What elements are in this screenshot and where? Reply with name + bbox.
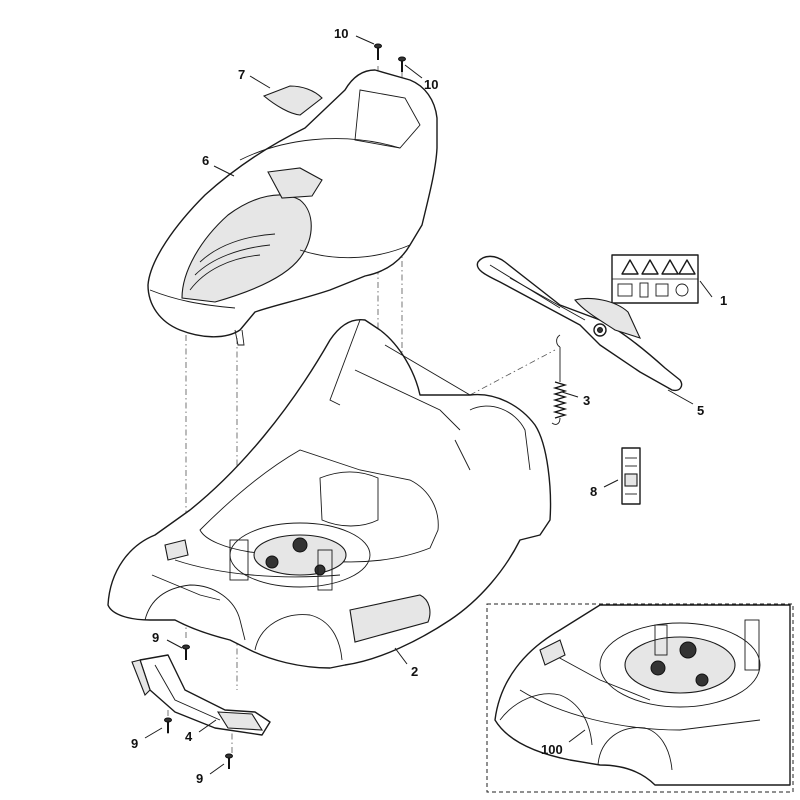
callout-9-bottom: 9: [196, 771, 203, 786]
part-7-flap[interactable]: [262, 85, 323, 116]
part-8-label[interactable]: [621, 447, 641, 505]
part-2-chassis-housing[interactable]: [107, 318, 552, 669]
callout-5: 5: [697, 403, 704, 418]
callout-100: 100: [541, 742, 563, 757]
callout-9-left: 9: [131, 736, 138, 751]
callout-labels: 1 2 3 4 5 6 7 8 9 9 9 10 10 100: [131, 26, 727, 786]
part-9-screws[interactable]: [164, 644, 233, 769]
part-1-warning-label[interactable]: [611, 254, 699, 304]
instruction-pictogram-icon: [617, 282, 689, 298]
callout-4: 4: [185, 729, 193, 744]
leader-lines: [144, 35, 713, 775]
part-3-spring[interactable]: [551, 334, 568, 425]
callout-3: 3: [583, 393, 590, 408]
callout-2: 2: [411, 664, 418, 679]
part-4-front-bracket[interactable]: [131, 654, 271, 736]
callout-1: 1: [720, 293, 727, 308]
callout-6: 6: [202, 153, 209, 168]
warning-triangle-icon: [621, 259, 696, 275]
callout-9-upper: 9: [152, 630, 159, 645]
part-6-hood-cover[interactable]: [147, 69, 438, 346]
callout-8: 8: [590, 484, 597, 499]
callout-7: 7: [238, 67, 245, 82]
part-10-screws[interactable]: [374, 43, 406, 72]
callout-10-top: 10: [334, 26, 348, 41]
part-100-inset-detail[interactable]: [486, 603, 794, 793]
callout-10-right: 10: [424, 77, 438, 92]
part-5-handle-bar[interactable]: [476, 255, 683, 392]
